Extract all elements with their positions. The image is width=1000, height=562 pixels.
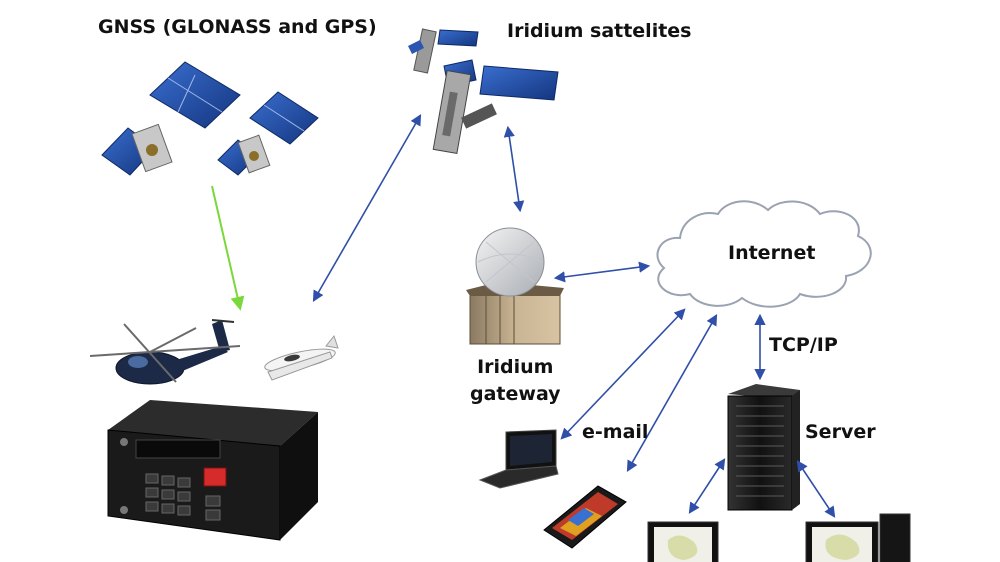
- internet-cloud-icon: [656, 200, 872, 308]
- internet-to-laptop-arrow: [560, 308, 686, 440]
- gnss-satellite-1-icon: [101, 61, 241, 176]
- gateway-to-internet-arrow: [553, 261, 651, 283]
- server-to-left-monitor-arrow: [688, 458, 726, 514]
- smartphone-icon: [543, 485, 627, 549]
- internet-label: Internet: [728, 242, 816, 264]
- gnss-label: GNSS (GLONASS and GPS): [98, 16, 377, 38]
- tcpip-label: TCP/IP: [769, 334, 838, 356]
- aircraft-to-iridium-arrow: [312, 114, 422, 302]
- monitor-left-icon: [647, 521, 719, 562]
- server-rack-icon: [727, 384, 800, 511]
- iridium-gateway-label: Iridium gateway: [470, 354, 561, 408]
- internet-to-phone-arrow: [626, 314, 718, 472]
- gnss-satellite-2-icon: [217, 91, 319, 176]
- server-to-right-monitor-arrow: [796, 460, 836, 518]
- terminal-device-icon: [107, 400, 318, 541]
- gnss-to-aircraft-arrow: [211, 185, 245, 311]
- iridium-satellite-2-icon: [432, 59, 559, 155]
- helicopter-icon: [89, 319, 241, 385]
- laptop-icon: [478, 429, 559, 489]
- email-label: e-mail: [582, 421, 649, 443]
- ground-station-icon: [466, 227, 564, 345]
- iridium-satellite-1-icon: [408, 28, 479, 74]
- iridium-to-gateway-arrow: [503, 125, 525, 213]
- airplane-icon: [264, 334, 339, 381]
- gateway-label-line-1: Iridium: [477, 356, 554, 378]
- iridium-satellites-label: Iridium sattelites: [507, 20, 692, 42]
- gateway-label-line-2: gateway: [470, 383, 561, 405]
- server-label: Server: [805, 421, 876, 443]
- monitor-right-icon: [805, 513, 911, 562]
